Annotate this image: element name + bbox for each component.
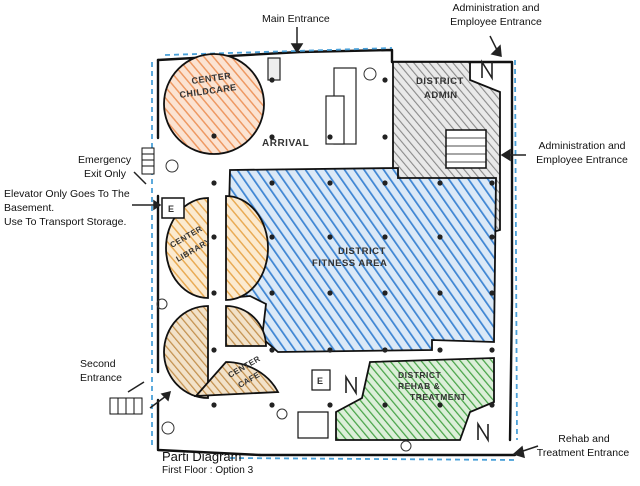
elevator-label-3: Use To Transport Storage. (4, 216, 127, 228)
planters (156, 67, 412, 452)
library-zone-right (225, 195, 269, 301)
emergency-exit-label-2: Exit Only (84, 168, 127, 180)
rehab-label-1: DISTRICT (398, 370, 442, 380)
arrival-label: ARRIVAL (262, 138, 309, 149)
second-entrance-label-2: Entrance (80, 372, 123, 384)
cafe-zone-right (225, 305, 267, 347)
entrance-arrows (127, 27, 539, 459)
rehab-stair (297, 411, 329, 439)
cafe-zone (193, 361, 280, 398)
admin-entrance-top-label-1: Administration and (452, 2, 540, 14)
rehab-elevator-box (311, 369, 331, 391)
library-zone-left (165, 197, 209, 299)
emergency-exit-label-1: Emergency (78, 154, 132, 166)
admin-label-2: ADMIN (424, 90, 458, 101)
diagram-title: Parti Diagram (162, 449, 242, 464)
admin-label-1: DISTRICT (416, 76, 464, 87)
rehab-label-2: REHAB & (398, 381, 440, 391)
rehab-entrance-label-2: Treatment Entrance (536, 447, 630, 459)
elevator-mark: E (168, 204, 175, 214)
column-grid (211, 77, 495, 408)
elevator-box (161, 197, 185, 219)
north-arrows (345, 59, 493, 443)
admin-entrance-right-label-1: Administration and (538, 140, 626, 152)
dashed-boundary (151, 47, 518, 461)
emergency-stair (141, 147, 155, 175)
diagram-subtitle: First Floor : Option 3 (162, 465, 254, 476)
cafe-zone-left (163, 305, 209, 399)
rehab-label-3: TREATMENT (410, 392, 467, 402)
elevator-label-1: Elevator Only Goes To The (4, 188, 130, 200)
elevator-label-2: Basement. (4, 202, 55, 214)
fitness-label-1: DISTRICT (338, 246, 386, 257)
rehab-elevator-mark: E (317, 376, 324, 386)
fitness-label-2: FITNESS AREA (312, 258, 387, 269)
admin-entrance-top-label-2: Employee Entrance (450, 16, 542, 28)
admin-entrance-right-label-2: Employee Entrance (536, 154, 628, 166)
childcare-zone (163, 53, 265, 155)
main-entrance-label: Main Entrance (262, 13, 330, 25)
rehab-zone (335, 357, 495, 441)
arrival-entry-pieces (267, 57, 357, 145)
second-entrance-stair (109, 397, 143, 415)
second-entrance-label-1: Second (80, 358, 116, 370)
rehab-entrance-label-1: Rehab and (558, 433, 610, 445)
